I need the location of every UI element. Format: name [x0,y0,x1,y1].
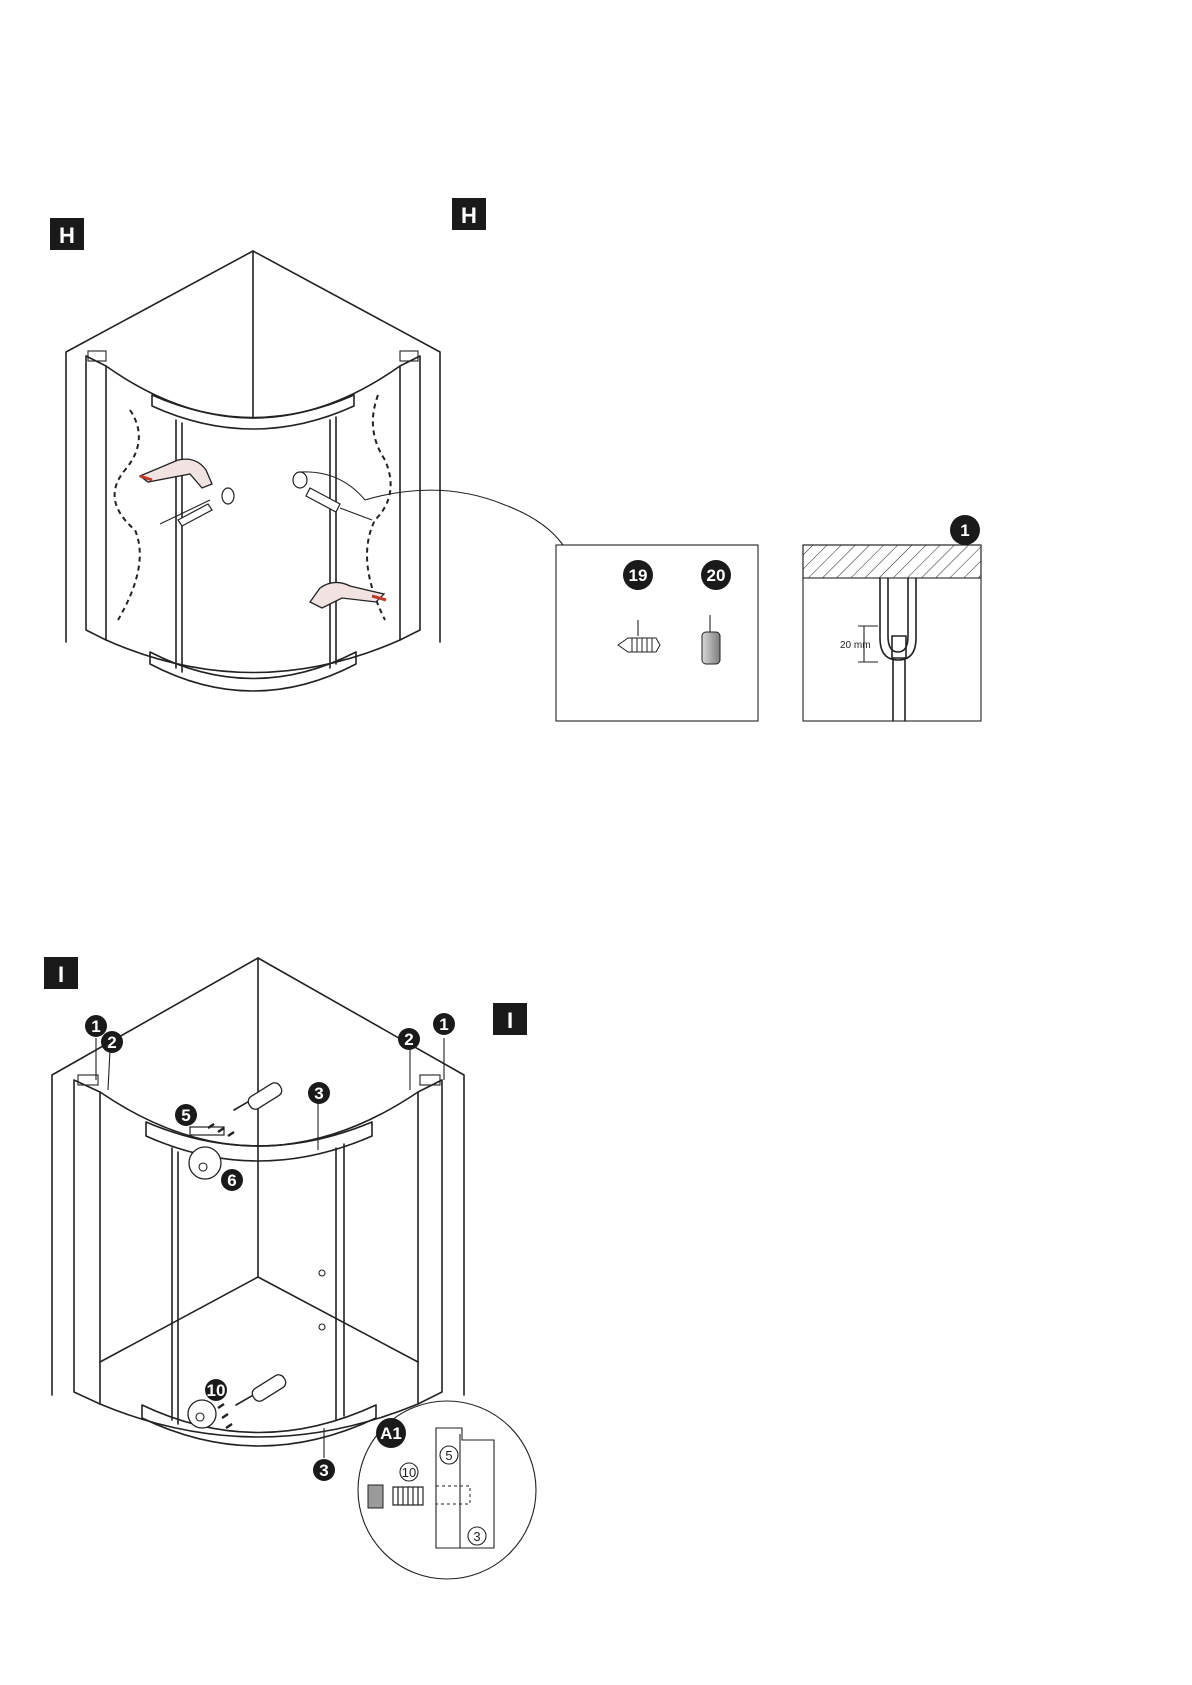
callout-roller-6: 6 [221,1169,243,1191]
detail-part-3: 3 [473,1529,480,1544]
detail-profile [436,1428,494,1548]
svg-text:6: 6 [227,1171,236,1190]
cap-icon [702,615,720,664]
left-profile-i [74,1080,100,1404]
door-hole-upper [319,1270,325,1276]
left-swing-line [115,410,140,620]
svg-text:1: 1 [439,1015,448,1034]
detail-hidden-screw [436,1486,470,1504]
callout-left-profile: 1 [85,1015,107,1037]
right-swing-line [367,395,391,620]
glass-edge [892,636,906,658]
callout-right-part-2: 2 [398,1028,420,1050]
profile-detail-box: 1 20 mm [803,515,981,721]
svg-text:2: 2 [404,1030,413,1049]
cap-piece [368,1485,383,1508]
detail-part-10: 10 [402,1465,416,1480]
part-19-label: 19 [629,566,648,585]
right-door-edge [330,417,336,668]
svg-text:5: 5 [181,1106,190,1125]
part-20-label: 20 [707,566,726,585]
right-cap-i [420,1075,440,1085]
detail-part-5: 5 [445,1448,452,1463]
step-i-side-text: I [507,1008,513,1033]
bottom-arc [106,640,400,673]
right-profile-i [418,1080,442,1404]
callout-top-rail: 3 [308,1082,330,1104]
bottom-roller [188,1400,232,1428]
bottom-rail [150,652,356,691]
detail-leader [365,490,563,545]
shower-enclosure-h [66,251,563,691]
u-profile-inner [888,578,908,652]
right-profile [400,356,420,640]
svg-text:1: 1 [91,1017,100,1036]
right-profile-cap [400,351,418,361]
bottom-rail-i [142,1405,376,1446]
profile-callout-label: 1 [960,521,969,540]
svg-text:2: 2 [107,1033,116,1052]
step-h-text: H [59,223,75,248]
right-door-i [336,1144,344,1420]
glass-panel [893,658,905,721]
detail-a1-label: A1 [380,1424,402,1443]
left-wall [66,251,253,642]
callout-roller-10: 10 [205,1379,227,1401]
step-i-label-main: I [44,957,78,989]
screw-right [293,472,372,520]
step-h-label-side: H [452,198,486,230]
left-profile-cap [88,351,106,361]
step-h-side-text: H [461,203,477,228]
callout-bottom-rail: 3 [313,1459,335,1481]
screwdriver-top-icon [234,1081,284,1112]
screwdriver-bottom-icon [236,1373,288,1405]
lower-handle [310,582,386,608]
step-i-label-side: I [493,1003,527,1035]
screw-icon [618,620,660,652]
left-profile [86,356,106,640]
callout-left-part-2: 2 [101,1031,123,1053]
door-hole-lower [319,1324,325,1330]
svg-text:3: 3 [314,1084,323,1103]
u-profile-outer [880,578,916,660]
left-door-i [172,1148,178,1424]
floor-lines [100,1277,418,1362]
callout-bracket-5: 5 [175,1104,197,1126]
top-rail-i [146,1122,372,1161]
svg-text:3: 3 [319,1461,328,1480]
left-door-edge [176,420,182,672]
screw-left [160,488,234,526]
svg-text:10: 10 [207,1381,226,1400]
step-h-label-main: H [50,218,84,250]
parts-detail-box: 19 20 [556,545,758,721]
detail-a1: A1 10 5 3 [358,1401,536,1579]
right-wall [253,251,440,642]
detail-screw-icon [393,1487,423,1505]
callout-right-profile: 1 [433,1013,455,1035]
step-i-text: I [58,962,64,987]
gap-dimension-label: 20 mm [840,640,871,651]
